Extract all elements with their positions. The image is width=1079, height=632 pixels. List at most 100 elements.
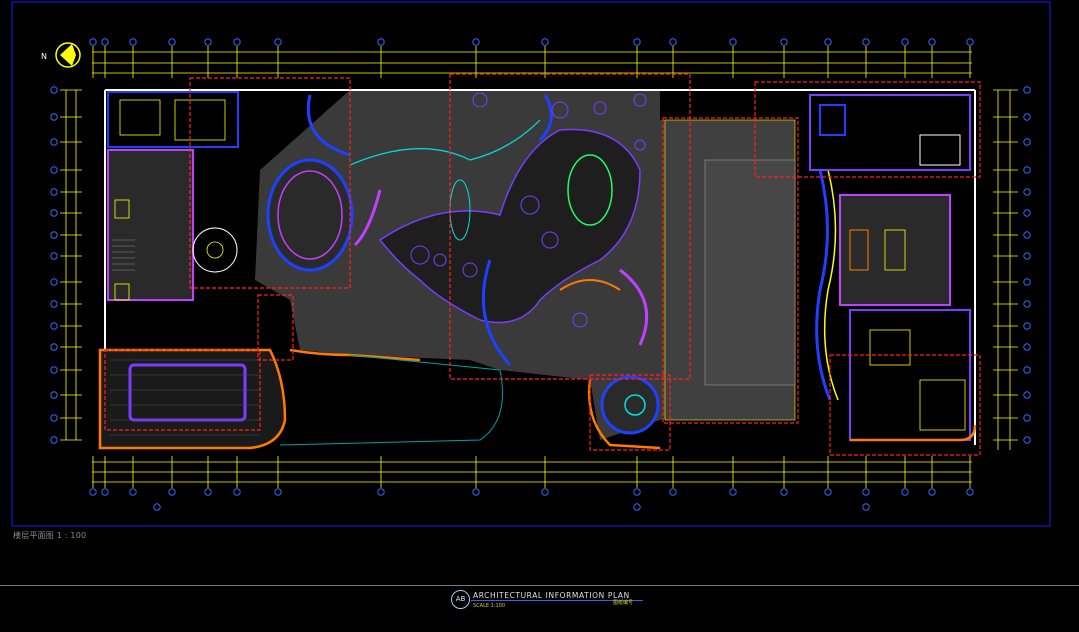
curve-orange-2	[289, 348, 421, 362]
right-curve-wall	[815, 169, 832, 401]
title-badge: AB	[451, 590, 470, 609]
viewport-frame	[11, 1, 1051, 527]
grid-bubble-icon	[204, 488, 212, 496]
round-pavilion	[600, 375, 660, 435]
grid-bubble-icon	[50, 138, 58, 146]
grid-bubble-icon	[729, 38, 737, 46]
grid-bubble-icon	[901, 488, 909, 496]
curve-blue-1	[306, 94, 351, 157]
stair-hatch	[112, 239, 135, 271]
grid-bubble-icon	[1023, 231, 1031, 239]
drawing-note: 图纸编号	[613, 600, 634, 606]
grid-bubble-icon	[669, 488, 677, 496]
title-block: AB ARCHITECTURAL INFORMATION PLAN SCALE …	[445, 585, 650, 615]
grid-bubble-icon	[168, 488, 176, 496]
grid-bubble-icon	[233, 38, 241, 46]
grid-bubble-icon	[1023, 166, 1031, 174]
grid-bubble-icon	[50, 343, 58, 351]
grid-bubble-icon	[50, 322, 58, 330]
grid-bubble-icon	[862, 38, 870, 46]
grid-bubble-icon	[1023, 209, 1031, 217]
grid-bubble-icon	[1023, 343, 1031, 351]
curve-magenta	[353, 189, 382, 247]
grid-bubble-icon	[824, 488, 832, 496]
grid-bubble-icon	[1023, 278, 1031, 286]
grid-bubble-icon	[780, 488, 788, 496]
top-left-rooms	[107, 91, 239, 148]
grid-bubble-icon	[129, 488, 137, 496]
grid-bubble-icon	[472, 488, 480, 496]
grid-bubble-icon	[50, 436, 58, 444]
right-bottom-rooms	[849, 309, 971, 441]
grid-bubbles-top	[89, 38, 974, 46]
grid-bubble-icon	[669, 38, 677, 46]
grid-bubble-icon	[377, 488, 385, 496]
spiral-stair	[192, 227, 238, 273]
right-dimension-lines	[997, 90, 1011, 450]
north-arrow-icon: N	[41, 42, 81, 68]
grid-bubbles-bottom	[89, 488, 974, 511]
grid-bubble-icon	[1023, 188, 1031, 196]
grid-bubble-icon	[633, 488, 641, 496]
grid-bubble-icon	[633, 38, 641, 46]
organic-floor-pattern	[378, 128, 641, 324]
grid-bubble-icon	[50, 391, 58, 399]
red-zone-outlines	[104, 73, 981, 456]
curve-orange	[559, 279, 621, 291]
pool-inner	[704, 159, 796, 386]
right-stair-block	[839, 194, 951, 306]
grid-bubble-icon	[901, 38, 909, 46]
grid-bubble-icon	[89, 38, 97, 46]
grid-bubble-icon	[50, 209, 58, 217]
grid-bubble-icon	[274, 488, 282, 496]
grid-bubble-icon	[50, 366, 58, 374]
grid-bubble-icon	[862, 503, 870, 511]
grid-bubble-icon	[50, 278, 58, 286]
grid-bubble-icon	[204, 38, 212, 46]
grid-bubble-icon	[633, 503, 641, 511]
grid-bubble-icon	[824, 38, 832, 46]
grid-bubble-icon	[541, 38, 549, 46]
drawing-subtitle: SCALE 1:100	[473, 603, 506, 609]
title-underline	[471, 600, 643, 601]
grid-bubble-icon	[50, 414, 58, 422]
svg-text:N: N	[41, 52, 47, 61]
drawing-title: ARCHITECTURAL INFORMATION PLAN	[473, 591, 630, 600]
grid-bubble-icon	[50, 188, 58, 196]
grid-bubble-icon	[50, 113, 58, 121]
grid-bubble-icon	[729, 488, 737, 496]
grid-bubble-icon	[541, 488, 549, 496]
floor-plan	[98, 89, 977, 450]
grid-bubble-icon	[168, 38, 176, 46]
grid-bubble-icon	[1023, 252, 1031, 260]
grid-bubbles-left	[50, 86, 58, 444]
curve-purple	[619, 268, 649, 346]
deck-outline-orange	[98, 348, 287, 450]
grid-bubbles-right	[1023, 86, 1031, 444]
grid-bubble-icon	[1023, 322, 1031, 330]
grid-bubble-icon	[1023, 86, 1031, 94]
dimension-ticks	[60, 46, 1018, 488]
decor-circles	[410, 92, 647, 328]
grid-bubble-icon	[1023, 300, 1031, 308]
grid-bubble-icon	[101, 38, 109, 46]
grid-bubble-icon	[862, 488, 870, 496]
curve-cyan	[349, 119, 541, 166]
title-divider	[0, 585, 1079, 586]
left-dimension-lines	[65, 90, 77, 440]
grid-bubble-icon	[101, 488, 109, 496]
grid-bubble-icon	[50, 252, 58, 260]
grid-bubble-icon	[50, 86, 58, 94]
grid-bubble-icon	[50, 166, 58, 174]
grid-bubble-icon	[928, 488, 936, 496]
grid-bubble-icon	[780, 38, 788, 46]
grid-bubble-icon	[1023, 113, 1031, 121]
grid-bubble-icon	[89, 488, 97, 496]
grid-bubble-icon	[50, 231, 58, 239]
grid-bubble-icon	[966, 488, 974, 496]
scale-note: 楼层平面图 1 : 100	[13, 531, 87, 540]
curve-blue-2	[481, 259, 512, 366]
left-stair-block	[107, 149, 194, 301]
oval-feature	[567, 154, 613, 226]
